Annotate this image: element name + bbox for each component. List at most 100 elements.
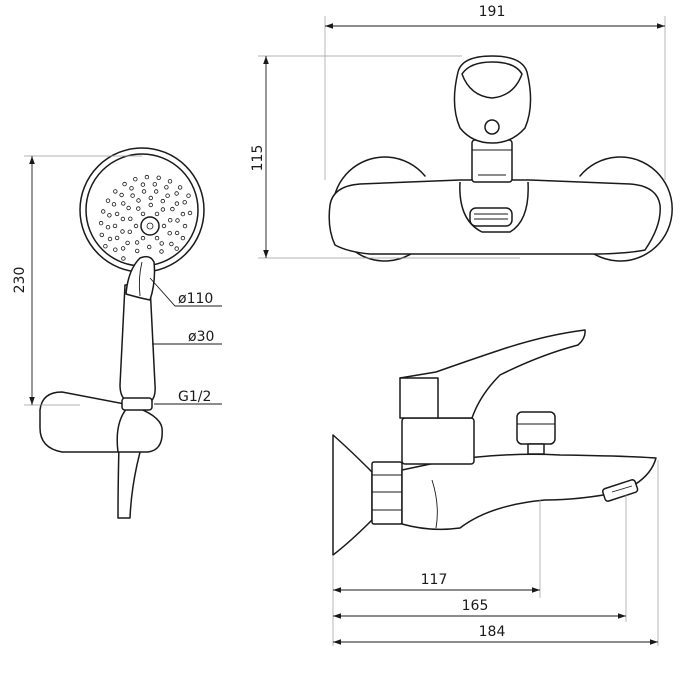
nozzle-hole xyxy=(120,246,126,251)
nozzle-hole xyxy=(121,256,126,261)
nozzle-hole xyxy=(113,247,118,252)
nozzle-hole xyxy=(164,185,169,190)
nozzle-hole xyxy=(120,216,126,222)
wall-flange xyxy=(332,434,373,556)
dim-head-diameter: ø110 xyxy=(178,291,213,307)
nozzle-hole xyxy=(119,192,124,198)
nozzle-hole xyxy=(153,189,159,194)
nozzle-hole xyxy=(125,240,130,246)
nozzle-hole xyxy=(154,235,160,241)
nozzle-hole xyxy=(100,209,106,214)
nozzle-hole xyxy=(182,200,187,205)
nozzle-hole xyxy=(182,223,188,229)
nozzle-hole xyxy=(167,230,172,236)
nozzle-hole xyxy=(127,229,132,234)
nozzle-hole xyxy=(174,230,180,236)
nozzle-hole xyxy=(180,235,186,241)
nozzle-hole xyxy=(160,207,166,212)
nozzle-hole xyxy=(99,232,104,238)
nozzle-hole xyxy=(111,202,117,207)
nozzle-hole xyxy=(148,195,153,201)
shower-neck xyxy=(125,255,156,301)
nozzle-hole xyxy=(107,236,113,242)
dim-spout-a: 117 xyxy=(421,572,448,588)
nozzle-hole xyxy=(167,217,173,223)
dim-spout-c: 184 xyxy=(479,624,506,640)
nozzle-hole xyxy=(98,220,104,226)
shower-dimensions: 230 ø110 ø30 G1/2 xyxy=(12,155,222,406)
hand-shower xyxy=(39,147,205,519)
aerator xyxy=(469,207,513,227)
nozzle-hole xyxy=(140,211,146,217)
shower-handle xyxy=(119,284,156,403)
nozzle-hole xyxy=(129,186,134,191)
nozzle-hole xyxy=(174,246,179,251)
diverter-knob xyxy=(516,411,556,445)
nozzle-hole xyxy=(165,193,170,198)
dim-thread: G1/2 xyxy=(178,389,211,405)
nozzle-hole xyxy=(114,235,120,241)
nozzle-hole xyxy=(136,198,141,203)
nozzle-hole xyxy=(128,216,133,221)
nozzle-hole xyxy=(105,224,111,230)
nozzle-hole xyxy=(187,210,193,216)
dim-spout-b: 165 xyxy=(462,598,489,614)
mixer-top-view xyxy=(328,55,673,262)
nozzle-hole xyxy=(126,205,131,211)
dim-handle-diameter: ø30 xyxy=(188,329,214,345)
nozzle-hole xyxy=(148,202,153,208)
connection-nut xyxy=(371,461,403,525)
nozzle-hole xyxy=(180,211,186,217)
nozzle-hole xyxy=(160,198,165,204)
nozzle-hole xyxy=(120,229,125,234)
nozzle-holes xyxy=(98,174,193,261)
nozzle-hole xyxy=(167,179,173,184)
nozzle-hole xyxy=(134,240,140,245)
mixer-side-view xyxy=(332,329,657,556)
nozzle-hole xyxy=(154,211,160,217)
nozzle-hole xyxy=(175,218,180,223)
nozzle-hole xyxy=(103,243,108,249)
nozzle-hole xyxy=(133,176,138,182)
nozzle-hole xyxy=(107,213,112,218)
nozzle-hole xyxy=(140,182,146,187)
nozzle-hole xyxy=(136,206,141,211)
nozzle-hole xyxy=(140,235,146,241)
nozzle-hole xyxy=(177,185,183,190)
shower-head-rim xyxy=(79,147,205,273)
nozzle-hole xyxy=(169,241,174,247)
dim-shower-length: 230 xyxy=(12,267,28,294)
nozzle-hole xyxy=(159,249,164,254)
nozzle-hole xyxy=(159,241,164,246)
dim-height-top: 115 xyxy=(250,145,266,172)
side-lever xyxy=(399,329,586,419)
lever-screw xyxy=(484,119,500,135)
side-view-dimensions: 117 165 184 xyxy=(332,460,659,646)
nozzle-hole xyxy=(144,174,150,180)
nozzle-hole xyxy=(186,193,191,198)
nozzle-hole xyxy=(133,223,139,229)
nozzle-hole xyxy=(121,201,126,206)
side-aerator xyxy=(602,479,639,502)
diverter-stem xyxy=(527,443,545,455)
lever-grip xyxy=(461,61,523,99)
mixer-stem xyxy=(401,417,475,465)
nozzle-hole xyxy=(161,223,167,229)
holder-clip xyxy=(121,397,153,411)
nozzle-hole xyxy=(134,248,140,254)
nozzle-hole xyxy=(112,223,118,229)
nozzle-hole xyxy=(105,198,111,203)
dim-width-top: 191 xyxy=(479,4,506,20)
nozzle-hole xyxy=(152,182,157,187)
nozzle-hole xyxy=(156,175,161,180)
top-view-dimensions: 191 115 xyxy=(250,4,666,259)
nozzle-hole xyxy=(174,201,180,206)
cartridge-neck xyxy=(471,139,513,183)
nozzle-hole xyxy=(130,193,135,198)
right-rosette xyxy=(579,156,673,262)
nozzle-hole xyxy=(122,181,127,187)
nozzle-hole xyxy=(113,189,118,194)
nozzle-hole xyxy=(174,191,179,196)
nozzle-hole xyxy=(146,244,152,250)
